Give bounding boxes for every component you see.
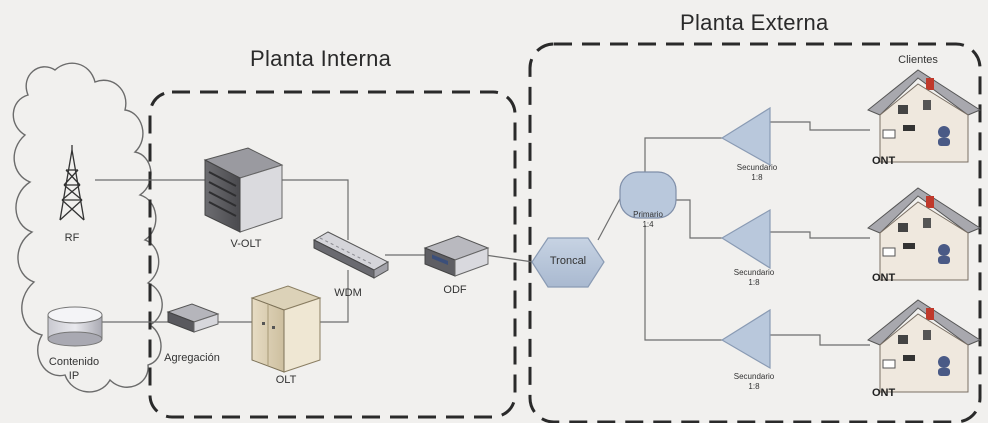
secondary-splitter-icon-3 [720,308,771,370]
v-olt-device-icon [203,147,284,233]
internal-plant-title: Planta Interna [250,46,392,71]
v-olt-label: V-OLT [230,238,262,250]
rf-label: RF [64,232,80,244]
content-ip-label-line2: IP [68,370,80,382]
content-ip-label-line1: Contenido [48,356,100,368]
source-cloud [12,62,163,393]
secondary-splitter-label-3: Secundario 1:8 [734,372,774,392]
ont-label-2: ONT [872,272,896,284]
secondary-splitter-icon-1 [720,106,771,167]
trunk-label: Troncal [549,255,587,267]
client-house-icon-3 [867,299,982,393]
olt-label: OLT [275,374,297,386]
connection-lines [95,121,870,346]
ont-label-3: ONT [872,387,896,399]
aggregation-label: Agregación [164,352,220,364]
client-house-icon-1 [867,69,982,163]
trunk-hexagon [531,237,605,288]
olt-device-icon [250,285,322,373]
secondary-splitter-icon-2 [720,208,771,270]
wdm-switch-icon [312,231,390,279]
rf-tower-icon [59,145,85,221]
secondary-splitter-ratio: 1:8 [751,173,763,182]
external-plant-title: Planta Externa [680,10,829,35]
secondary-splitter-name: Secundario [733,372,775,381]
odf-device-icon [423,235,490,277]
external-plant-zone [528,42,982,423]
secondary-splitter-name: Secundario [733,268,775,277]
primary-splitter-label: Primario 1:4 [633,210,663,230]
aggregation-switch-icon [166,303,220,333]
secondary-splitter-ratio: 1:8 [748,382,760,391]
secondary-splitter-name: Secundario [736,163,778,172]
primary-splitter-icon [619,171,677,219]
secondary-splitter-ratio: 1:8 [748,278,760,287]
primary-splitter-ratio: 1:4 [642,220,654,229]
wdm-label: WDM [334,287,362,299]
content-ip-server-icon [47,306,103,347]
odf-label: ODF [443,284,467,296]
ont-label-1: ONT [872,155,896,167]
secondary-splitter-label-1: Secundario 1:8 [737,163,777,183]
client-house-icon-2 [867,187,982,281]
clients-label: Clientes [898,54,938,66]
secondary-splitter-label-2: Secundario 1:8 [734,268,774,288]
primary-splitter-name: Primario [633,210,663,219]
